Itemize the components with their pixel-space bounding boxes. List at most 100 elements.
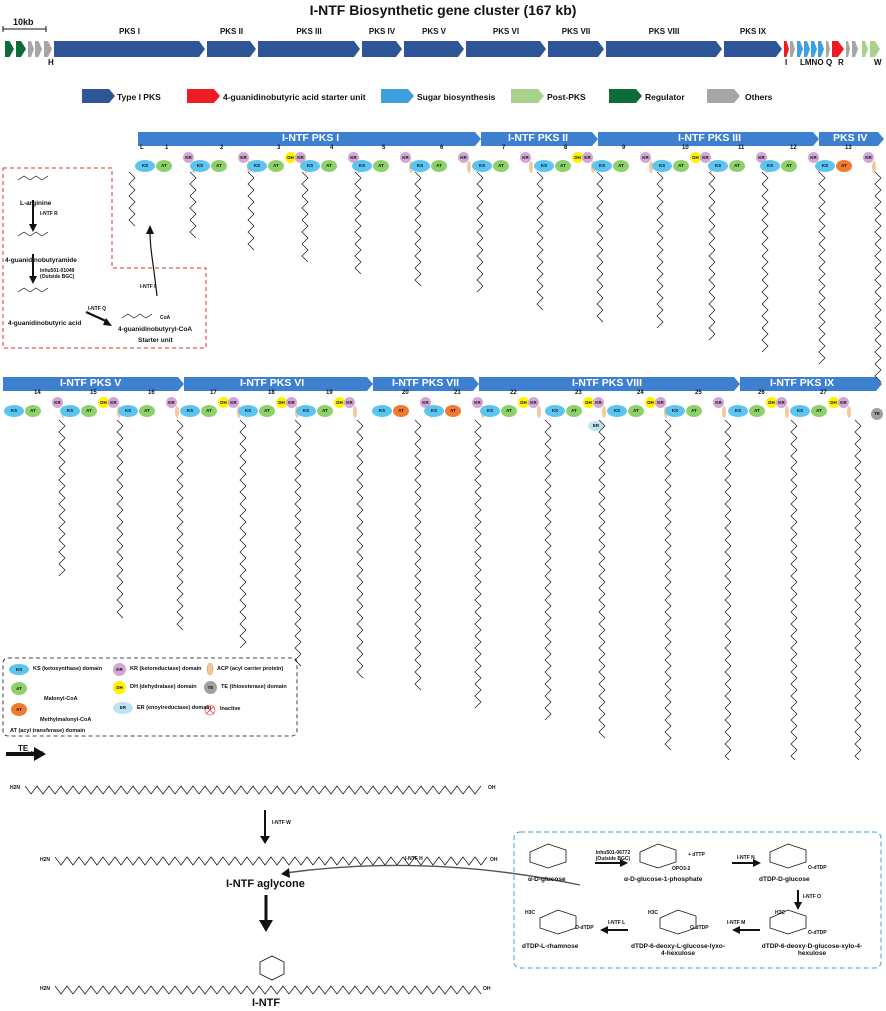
module-number: 15: [90, 390, 97, 396]
polyketide-chains: [58, 171, 882, 760]
enzyme-ntf-q: I-NTF Q: [88, 306, 107, 312]
module-number: 3: [277, 145, 281, 151]
polyketide-intermediate: [239, 419, 247, 649]
kr-domain: KR: [458, 152, 469, 163]
at-domain: AT: [201, 405, 217, 417]
at-domain: AT: [25, 405, 41, 417]
module-number: 26: [758, 390, 765, 396]
ks-domain: KS: [815, 160, 835, 172]
kr-domain: KR: [593, 397, 604, 408]
ks-domain: KS: [545, 405, 565, 417]
dh-domain: DH: [518, 397, 529, 408]
kr-domain: KR: [776, 397, 787, 408]
legend-swatch: [82, 89, 115, 103]
banner-pks-iii: I-NTF PKS III: [678, 132, 741, 144]
at-domain: AT: [156, 160, 172, 172]
gene-arrow: [818, 41, 824, 57]
gene-arrow: [811, 41, 817, 57]
kr-domain: KR: [472, 397, 483, 408]
acp-domain: [847, 406, 851, 418]
sugar-lyxo: dTDP-6-deoxy-L-glucose-lyxo-4-hexulose: [631, 943, 725, 957]
gene-label-i: I: [785, 58, 788, 67]
legend-sugar: Sugar biosynthesis: [417, 92, 496, 102]
gene-label-lmno: LMNO: [800, 58, 824, 67]
kr-domain: KR: [838, 397, 849, 408]
sugar-xylo: dTDP-6-deoxy-D-glucose-xylo-4-hexulose: [761, 943, 863, 957]
kr-domain: KR: [108, 397, 119, 408]
polyketide-intermediate: [189, 171, 197, 239]
gene-name-label: PKS VII: [562, 27, 590, 36]
at-domain: AT: [501, 405, 517, 417]
module-loading-label: L: [140, 145, 144, 151]
glucose-odtdp: O-dTDP: [808, 865, 827, 871]
at-domain: AT: [268, 160, 284, 172]
ks-domain: KS: [118, 405, 138, 417]
legend-regulator: Regulator: [645, 92, 685, 102]
gene-arrow: [258, 41, 360, 57]
ks-domain: KS: [472, 160, 492, 172]
kr-domain: KR: [528, 397, 539, 408]
gene-label-r: R: [838, 58, 844, 67]
module-number: 20: [402, 390, 409, 396]
dh-domain: DH: [766, 397, 777, 408]
kr-domain: KR: [713, 397, 724, 408]
starter-unit-label: Starter unit: [138, 337, 173, 344]
at-domain: AT: [445, 405, 461, 417]
lyxo-h3c: H3C: [648, 910, 659, 916]
acp-domain: [175, 406, 179, 418]
cooh-label-1: OH: [488, 785, 496, 791]
polyketide-intermediate: [874, 171, 882, 383]
ks-domain: KS: [480, 405, 500, 417]
legend-swatch: [609, 89, 642, 103]
polyketide-intermediate: [294, 419, 302, 667]
kr-domain: KR: [295, 152, 306, 163]
gene-name-label: PKS II: [220, 27, 243, 36]
kr-domain: KR: [344, 397, 355, 408]
legend-acp-label: ACP (acyl carrier protein): [217, 666, 284, 672]
gene-legend: [82, 89, 740, 103]
at-domain: AT: [729, 160, 745, 172]
polyketide-intermediate: [818, 171, 826, 365]
ks-domain: KS: [352, 160, 372, 172]
legend-ks-label: KS (ketosynthase) domain: [33, 666, 103, 672]
gene-name-label: PKS III: [296, 27, 321, 36]
at-domain: AT: [139, 405, 155, 417]
module-number: 2: [220, 145, 224, 151]
kr-domain: KR: [756, 152, 767, 163]
coa-label: CoA: [160, 315, 171, 321]
polyketide-intermediate: [414, 419, 422, 691]
ks-domain: KS: [190, 160, 210, 172]
ks-domain: KS: [728, 405, 748, 417]
enzyme-ntf-l: I-NTF L: [608, 920, 626, 926]
legend-te-icon: TE: [204, 681, 217, 694]
at-domain: AT: [431, 160, 447, 172]
banner-pks-vii: I-NTF PKS VII: [392, 377, 460, 389]
g1p-opo3: OPO3-2: [672, 866, 691, 872]
gene-name-label: PKS VI: [493, 27, 519, 36]
enzyme-ntf-m: I-NTF M: [727, 920, 746, 926]
acp-domain: [353, 406, 357, 418]
polyketide-intermediate: [536, 171, 544, 311]
polyketide-intermediate: [476, 171, 484, 293]
ks-domain: KS: [665, 405, 685, 417]
final-pathway-graphics: [6, 747, 882, 995]
sugar-g1p: α-D-glucose-1-phosphate: [624, 876, 703, 883]
legend-inactive-label: Inactive: [220, 706, 241, 712]
enzyme-ntf-h: I-NTF H: [405, 856, 423, 862]
banner-pks-vi: I-NTF PKS VI: [240, 377, 305, 389]
polyketide-intermediate: [301, 171, 309, 263]
gene-arrow: [797, 41, 803, 57]
enzyme-ntf-r: I-NTF R: [40, 211, 58, 217]
ks-domain: KS: [135, 160, 155, 172]
kr-domain: KR: [286, 397, 297, 408]
gene-arrow: [870, 41, 880, 57]
gene-name-label: PKS VIII: [649, 27, 680, 36]
polyketide-intermediate: [596, 171, 604, 323]
kr-domain: KR: [52, 397, 63, 408]
polyketide-intermediate: [356, 419, 364, 679]
polyketide-intermediate: [474, 419, 482, 709]
row1-banners: [138, 132, 884, 146]
polyketide-intermediate: [128, 171, 136, 227]
te-sub: I-NTF IX: [28, 749, 44, 755]
scale-bar-label: 10kb: [13, 17, 34, 27]
